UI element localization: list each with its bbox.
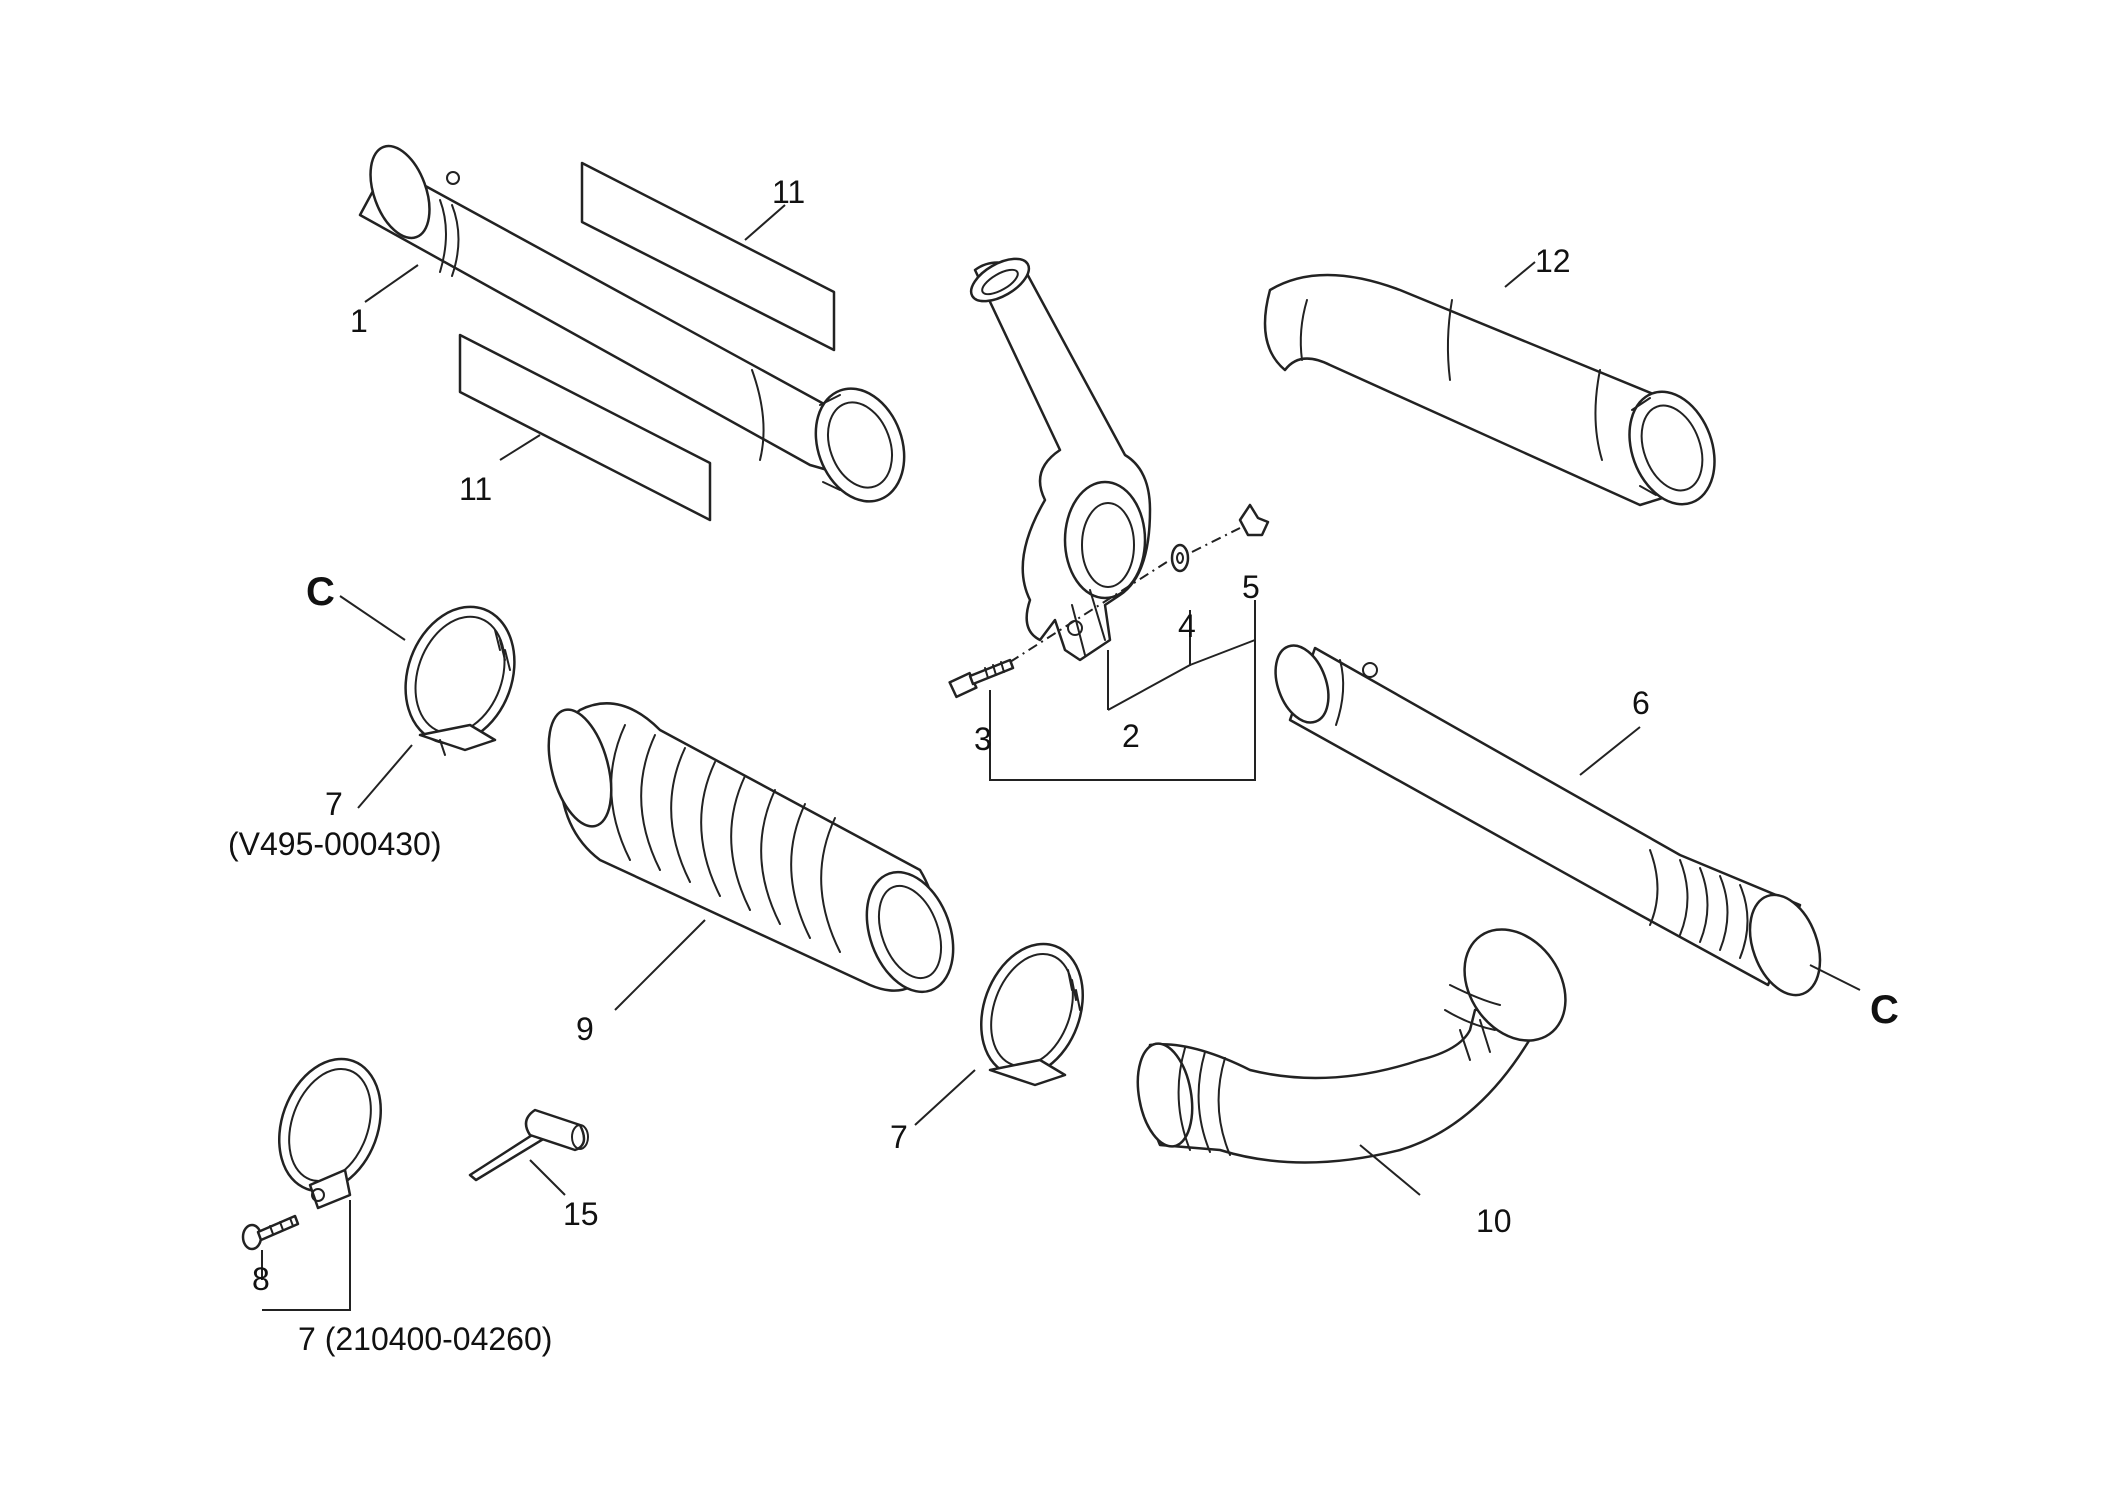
callout-7-lower: 7 (210400-04260) <box>298 1321 552 1357</box>
handle-assembly-2 <box>969 257 1152 662</box>
callout-9: 9 <box>576 1011 594 1047</box>
callout-6: 6 <box>1632 685 1650 721</box>
decal-lower <box>458 333 712 522</box>
callout-5: 5 <box>1242 569 1260 605</box>
elbow-10 <box>1136 928 1567 1164</box>
bellows-9 <box>547 702 955 994</box>
assembly-axis <box>1009 527 1241 663</box>
washer-4 <box>1170 543 1190 573</box>
straight-pipe-6 <box>1274 644 1822 997</box>
reference-mark-c-left: C <box>306 570 335 614</box>
hose-clamp-upper <box>404 605 516 756</box>
callout-8: 8 <box>252 1261 270 1297</box>
screw-8 <box>241 1214 300 1251</box>
leader-lines <box>261 204 1861 1311</box>
bolt-3 <box>948 658 1015 699</box>
callout-11-upper: 11 <box>772 174 805 210</box>
straight-pipe-1 <box>358 144 906 503</box>
hose-clamp-middle <box>980 942 1084 1087</box>
decal-upper <box>580 161 836 352</box>
callout-12: 12 <box>1535 243 1571 279</box>
curved-pipe-12 <box>1263 273 1716 507</box>
callout-4: 4 <box>1178 608 1196 644</box>
reference-mark-c-right: C <box>1870 988 1899 1032</box>
wing-nut-5 <box>1238 503 1270 537</box>
part-number-note: (V495-000430) <box>228 826 441 862</box>
band-clamp-lower <box>278 1057 382 1210</box>
callout-2: 2 <box>1122 718 1140 754</box>
callout-7-middle: 7 <box>890 1119 908 1155</box>
plug-wrench-15 <box>468 1108 589 1182</box>
callout-10: 10 <box>1476 1203 1512 1239</box>
callout-1: 1 <box>350 303 368 339</box>
callout-11-lower: 11 <box>459 471 492 507</box>
callout-7-upper: 7 <box>325 786 343 822</box>
callout-15: 15 <box>563 1196 599 1232</box>
callout-3: 3 <box>974 721 992 757</box>
